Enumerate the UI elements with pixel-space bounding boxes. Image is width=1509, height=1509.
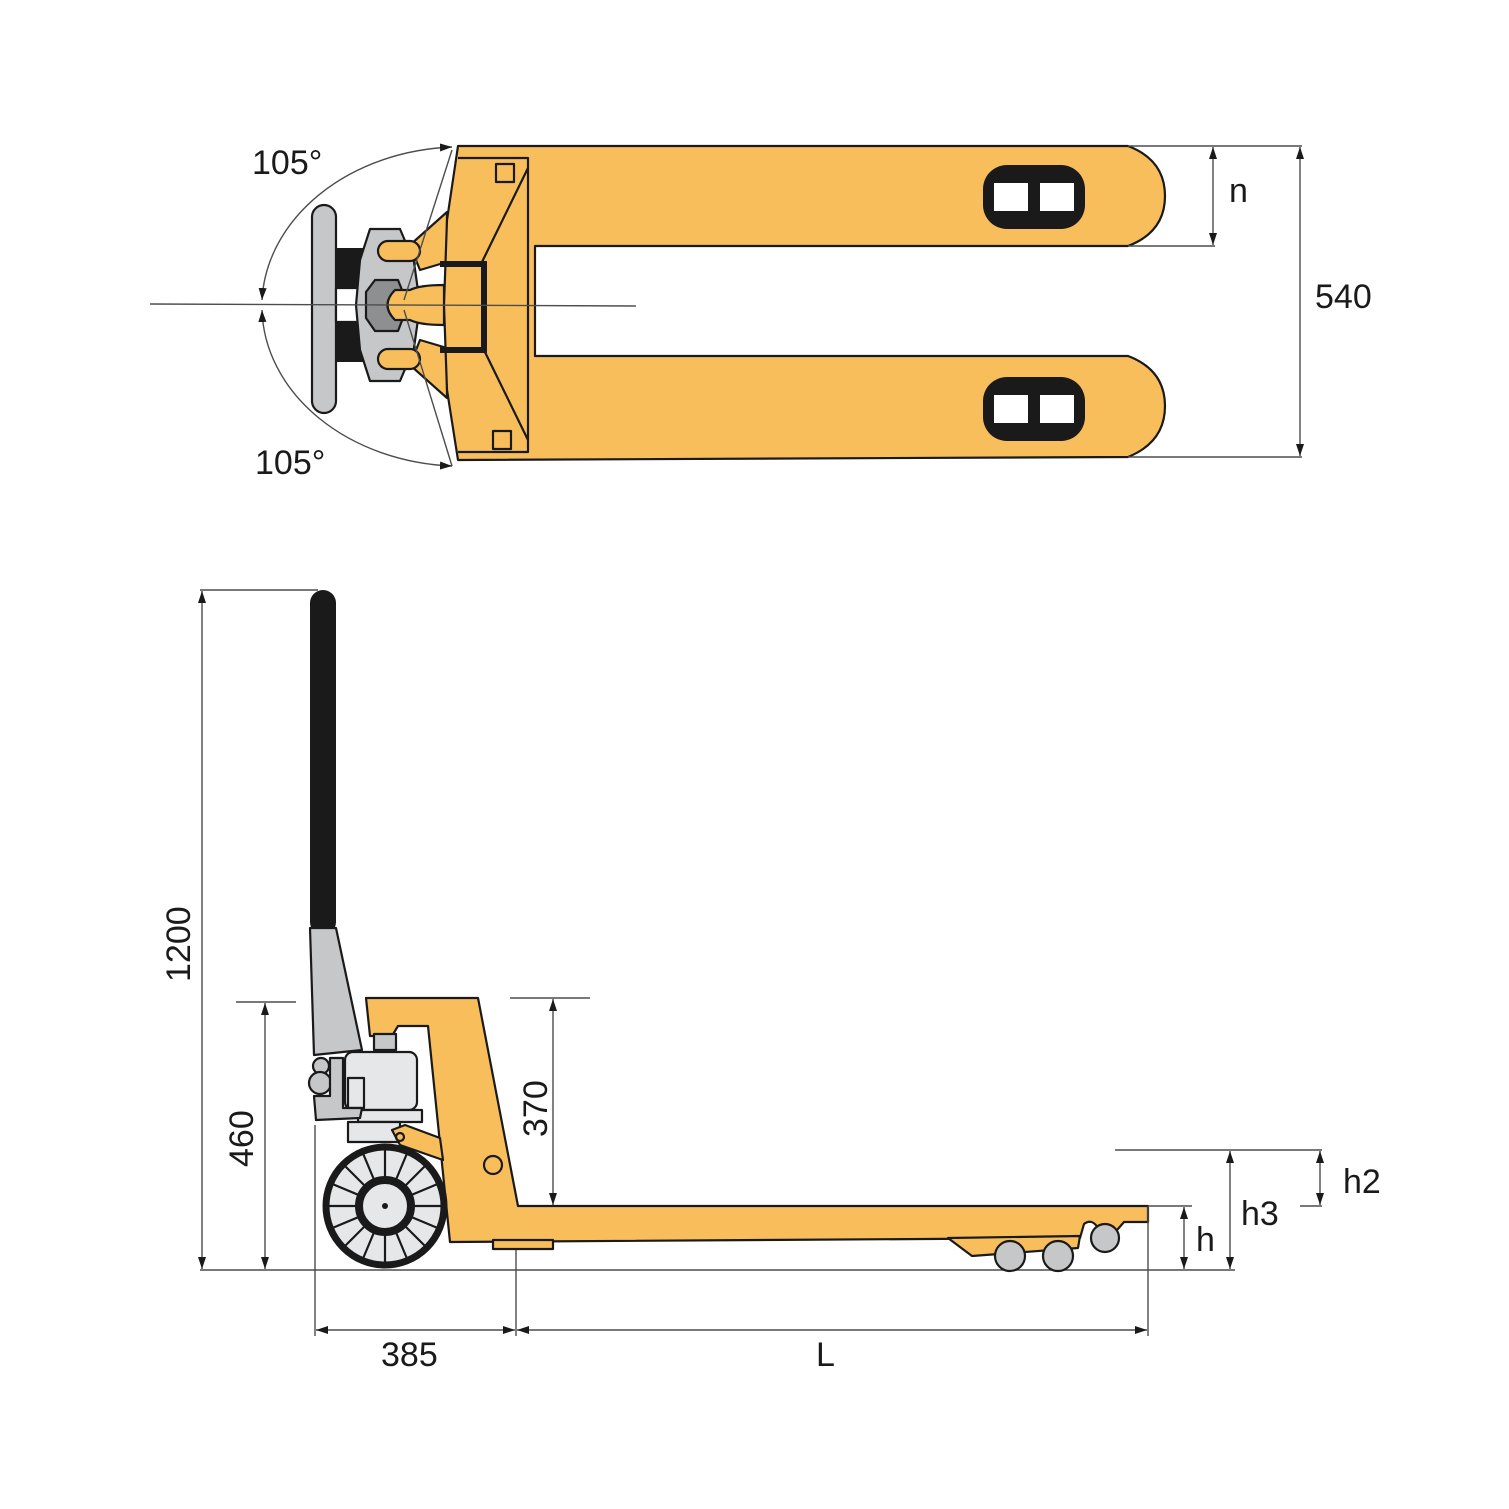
rear-length-label: 385 <box>381 1336 438 1374</box>
side-frame <box>364 996 1150 1247</box>
roller-window-lower <box>983 377 1085 441</box>
handle-height-label: 1200 <box>160 906 198 982</box>
roller-window-upper <box>983 165 1085 229</box>
fork-chassis <box>442 144 1167 462</box>
brace-upper <box>481 167 529 263</box>
fork-lug-upper <box>376 239 422 263</box>
foot-plate <box>491 1238 555 1251</box>
center-line <box>149 303 637 307</box>
angle-arc-upper <box>258 143 453 301</box>
pump-base <box>356 1108 424 1124</box>
fork-length-label: L <box>816 1336 835 1374</box>
handle-bar <box>310 590 336 935</box>
lift-label: h2 <box>1343 1163 1381 1201</box>
angle-arc-lower <box>258 309 453 470</box>
angle-lower-label: 105° <box>255 444 325 482</box>
bolt-upper <box>494 162 516 184</box>
overall-width-label: 540 <box>1315 278 1372 316</box>
pump-cap <box>372 1032 398 1052</box>
raised-height-label: h3 <box>1241 1195 1279 1233</box>
frame-height-label: 370 <box>517 1080 555 1137</box>
bolt-lower <box>491 429 513 451</box>
top-view: 105° 105° n 540 <box>149 143 1372 482</box>
tiller-bracket <box>312 1056 364 1122</box>
pump-neck <box>440 261 487 353</box>
angle-upper-label: 105° <box>252 144 322 182</box>
side-view: 1200 460 370 385 L h h3 h2 <box>160 589 1381 1374</box>
tiller-height-label: 460 <box>223 1110 261 1167</box>
handle-lower <box>308 926 364 1057</box>
handle-grip-top <box>310 203 338 415</box>
load-roller <box>993 1239 1027 1273</box>
fork-width-label: n <box>1229 172 1248 210</box>
valve <box>346 1076 366 1110</box>
fork-lug-lower <box>376 347 422 371</box>
tiller-ball <box>307 1070 333 1096</box>
link-pin <box>394 1131 406 1143</box>
load-roller <box>1041 1239 1075 1273</box>
entry-roller <box>1089 1222 1121 1254</box>
lowered-height-label: h <box>1196 1221 1215 1259</box>
steer-wheel <box>322 1143 448 1269</box>
brace-lower <box>481 345 529 441</box>
pivot-hole <box>482 1154 504 1176</box>
lift-link <box>390 1123 445 1162</box>
